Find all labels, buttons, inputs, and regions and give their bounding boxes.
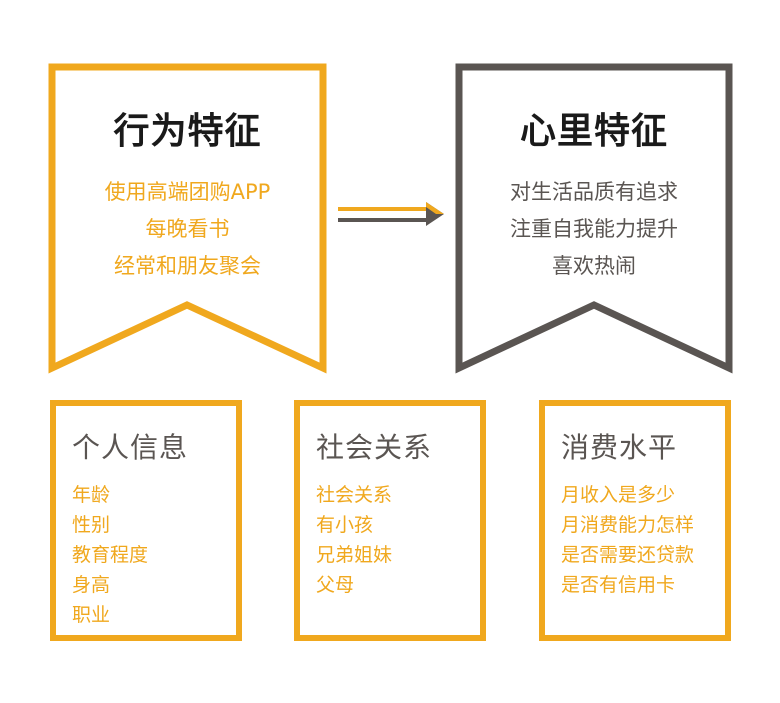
behavior-line: 经常和朋友聚会 <box>114 254 261 278</box>
box-item: 父母 <box>316 574 355 596</box>
psychology-line: 注重自我能力提升 <box>510 217 678 241</box>
psychology-banner-shape <box>455 63 733 374</box>
psychology-line: 对生活品质有追求 <box>510 180 678 204</box>
box-item: 社会关系 <box>316 484 393 506</box>
box-item: 身高 <box>72 574 111 596</box>
box-item: 性别 <box>72 514 111 536</box>
box-item: 月消费能力怎样 <box>561 514 695 536</box>
box-item: 职业 <box>72 604 111 626</box>
box-title: 社会关系 <box>316 431 433 464</box>
box-title: 消费水平 <box>561 431 678 464</box>
box-item: 是否有信用卡 <box>561 574 676 596</box>
box-item: 年龄 <box>72 484 111 506</box>
box-item: 兄弟姐妹 <box>316 544 393 566</box>
box-item: 月收入是多少 <box>561 484 676 506</box>
consumption-level-box: 消费水平 月收入是多少 月消费能力怎样 是否需要还贷款 是否有信用卡 <box>539 400 731 641</box>
behavior-line: 使用高端团购APP <box>104 180 271 204</box>
psychology-title: 心里特征 <box>519 111 668 152</box>
box-item: 教育程度 <box>72 544 149 566</box>
behavior-line: 每晚看书 <box>145 217 230 241</box>
box-item: 有小孩 <box>316 514 374 536</box>
arrow-icon <box>338 202 444 226</box>
psychology-line: 喜欢热闹 <box>552 254 636 278</box>
personal-info-box: 个人信息 年龄 性别 教育程度 身高 职业 <box>50 400 242 641</box>
behavior-banner-shape <box>48 63 327 374</box>
box-title: 个人信息 <box>72 431 189 464</box>
social-relations-box: 社会关系 社会关系 有小孩 兄弟姐妹 父母 <box>294 400 486 641</box>
box-item: 是否需要还贷款 <box>561 544 695 566</box>
behavior-title: 行为特征 <box>113 111 262 152</box>
